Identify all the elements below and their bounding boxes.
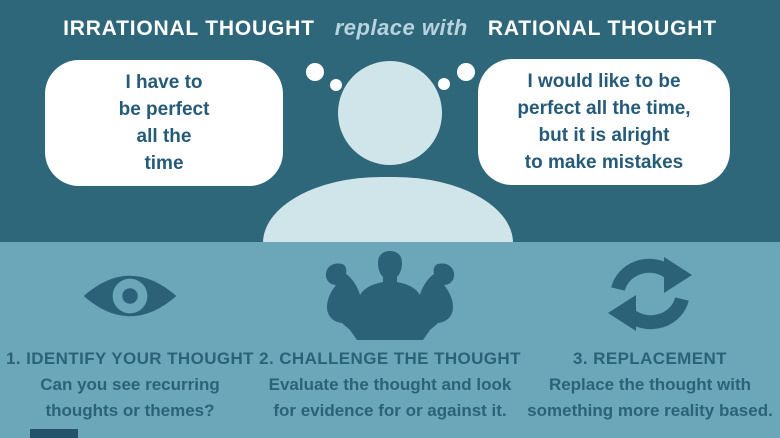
person-head-silhouette [338,61,442,165]
rational-thought-bubble: I would like to be perfect all the time,… [478,59,730,185]
step-icon-box [260,242,520,343]
step-description: Replace the thought with something more … [527,375,773,420]
irrational-thought-heading: IRRATIONAL THOUGHT [63,17,315,40]
eye-icon [83,275,177,317]
replace-with-label: replace with [334,15,468,40]
step-icon-box [520,242,780,343]
step-replacement: 3. REPLACEMENT Replace the thought with … [520,242,780,438]
thought-comparison-section: IRRATIONAL THOUGHT replace with RATIONAL… [0,0,780,243]
footer-logo-stub [30,429,78,438]
step-description: Evaluate the thought and look for eviden… [268,375,512,420]
step-challenge: 2. CHALLENGE THE THOUGHT Evaluate the th… [259,242,521,438]
step-title: 3. REPLACEMENT [573,349,727,368]
step-title: 1. IDENTIFY YOUR THOUGHT [6,349,254,368]
thought-bubble-dot [438,78,450,90]
thought-bubble-dot [457,63,475,81]
rational-thought-heading: RATIONAL THOUGHT [487,17,717,40]
thought-bubble-dot [330,79,342,91]
irrational-thought-bubble: I have to be perfect all the time [45,60,283,186]
refresh-arrows-icon [608,257,692,331]
muscle-flex-icon [325,251,455,340]
steps-section: 1. IDENTIFY YOUR THOUGHT Can you see rec… [0,242,780,438]
step-icon-box [0,242,260,343]
header: IRRATIONAL THOUGHT replace with RATIONAL… [0,15,780,41]
thought-bubble-dot [306,63,324,81]
step-description: Can you see recurring thoughts or themes… [40,375,220,420]
step-identify: 1. IDENTIFY YOUR THOUGHT Can you see rec… [0,242,260,438]
step-title: 2. CHALLENGE THE THOUGHT [259,349,521,368]
person-torso-silhouette [263,177,513,243]
